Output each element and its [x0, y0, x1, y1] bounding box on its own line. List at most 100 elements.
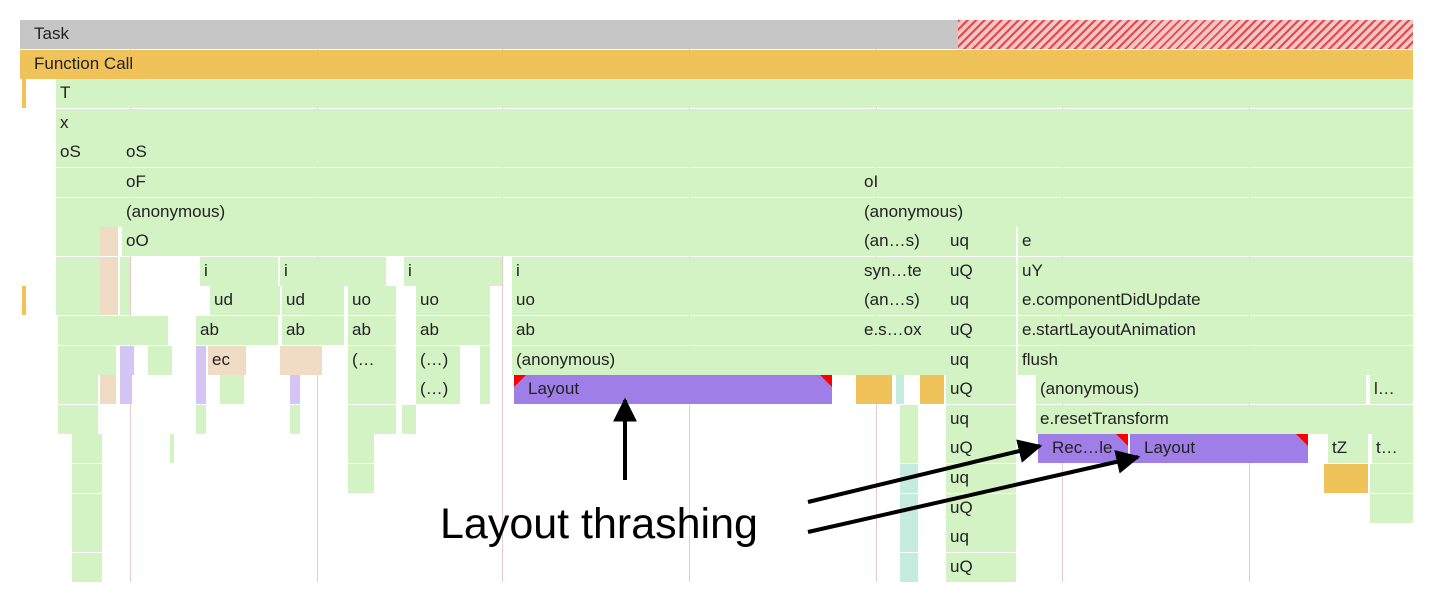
rendering-sliver[interactable]: [120, 346, 134, 375]
call-oF[interactable]: oF: [122, 168, 860, 197]
call-uQ[interactable]: uQ: [946, 375, 1016, 404]
rendering-sliver[interactable]: [120, 375, 132, 404]
task-bar[interactable]: Task: [20, 20, 958, 49]
sliver[interactable]: [22, 286, 26, 315]
filler[interactable]: [120, 257, 130, 286]
call-ab[interactable]: ab: [348, 316, 396, 345]
filler[interactable]: [402, 405, 416, 434]
layout-block[interactable]: Layout: [1130, 434, 1308, 463]
call-x[interactable]: x: [56, 109, 1413, 138]
teal-block[interactable]: [900, 494, 918, 523]
call-componentDidUpdate[interactable]: e.componentDidUpdate: [1018, 286, 1413, 315]
tan-block[interactable]: [100, 375, 116, 404]
call-uo[interactable]: uo: [416, 286, 490, 315]
call-syn-te[interactable]: syn…te: [860, 257, 946, 286]
filler[interactable]: [1370, 494, 1413, 523]
teal-block[interactable]: [900, 464, 918, 493]
filler[interactable]: [72, 523, 102, 552]
rendering-sliver[interactable]: [196, 375, 206, 404]
call-i[interactable]: i: [280, 257, 386, 286]
function-call-bar[interactable]: Function Call: [20, 50, 1413, 79]
filler[interactable]: [348, 405, 396, 434]
filler[interactable]: [196, 405, 206, 434]
teal-block[interactable]: [900, 523, 918, 552]
filler[interactable]: [348, 375, 396, 404]
teal-block[interactable]: [896, 375, 904, 404]
yellow-block[interactable]: [1324, 464, 1368, 493]
tan-block[interactable]: [280, 346, 322, 375]
filler[interactable]: [58, 346, 116, 375]
call-anonymous[interactable]: (anonymous): [1036, 375, 1366, 404]
filler[interactable]: [480, 346, 490, 375]
call-e-s-ox[interactable]: e.s…ox: [860, 316, 946, 345]
filler[interactable]: [120, 286, 130, 315]
call-an-s[interactable]: (an…s): [860, 286, 946, 315]
call-uq[interactable]: uq: [946, 227, 1016, 256]
filler[interactable]: [148, 346, 172, 375]
call-ud[interactable]: ud: [210, 286, 280, 315]
filler[interactable]: [72, 553, 102, 582]
recalc-style-block[interactable]: Rec…le: [1038, 434, 1128, 463]
filler[interactable]: [900, 405, 918, 434]
filler[interactable]: [56, 227, 100, 256]
call-i[interactable]: i: [404, 257, 502, 286]
filler[interactable]: [900, 434, 918, 463]
tan-block[interactable]: [100, 227, 118, 256]
filler[interactable]: [348, 434, 374, 463]
filler[interactable]: [56, 286, 100, 315]
filler[interactable]: [56, 198, 122, 227]
call-ud[interactable]: ud: [282, 286, 344, 315]
call-resetTransform[interactable]: e.resetTransform: [1036, 405, 1413, 434]
call-T[interactable]: T: [56, 79, 1413, 108]
call-uY[interactable]: uY: [1018, 257, 1413, 286]
call-oO[interactable]: oO: [122, 227, 860, 256]
tan-block[interactable]: [100, 257, 118, 286]
rendering-sliver[interactable]: [290, 375, 300, 404]
teal-block[interactable]: [900, 553, 918, 582]
call-uQ[interactable]: uQ: [946, 494, 1016, 523]
tan-block[interactable]: [100, 286, 118, 315]
call-oS[interactable]: oS: [56, 138, 122, 167]
call-oS[interactable]: oS: [122, 138, 1413, 167]
call-ellipsis[interactable]: (…: [348, 346, 396, 375]
filler[interactable]: [220, 375, 244, 404]
filler[interactable]: [348, 464, 374, 493]
call-i[interactable]: i: [512, 257, 860, 286]
filler[interactable]: [290, 405, 300, 434]
call-e[interactable]: e: [1018, 227, 1413, 256]
call-truncated[interactable]: l…: [1370, 375, 1413, 404]
call-startLayoutAnimation[interactable]: e.startLayoutAnimation: [1018, 316, 1413, 345]
filler[interactable]: [56, 257, 100, 286]
filler[interactable]: [58, 316, 168, 345]
call-tZ[interactable]: tZ: [1328, 434, 1368, 463]
call-uq[interactable]: uq: [946, 523, 1016, 552]
call-anonymous[interactable]: (anonymous): [512, 346, 946, 375]
call-uq[interactable]: uq: [946, 464, 1016, 493]
call-ab[interactable]: ab: [282, 316, 344, 345]
filler[interactable]: [72, 494, 102, 523]
call-i[interactable]: i: [200, 257, 278, 286]
sliver[interactable]: [22, 79, 26, 108]
call-uQ[interactable]: uQ: [946, 316, 1016, 345]
call-anonymous[interactable]: (anonymous): [122, 198, 860, 227]
call-truncated[interactable]: t…: [1372, 434, 1413, 463]
yellow-block[interactable]: [856, 375, 892, 404]
call-uq[interactable]: uq: [946, 346, 1016, 375]
yellow-block[interactable]: [920, 375, 944, 404]
call-ec[interactable]: ec: [208, 346, 246, 375]
call-uq[interactable]: uq: [946, 405, 1016, 434]
filler[interactable]: [58, 405, 98, 434]
filler[interactable]: [56, 168, 122, 197]
call-uo[interactable]: uo: [512, 286, 860, 315]
call-uQ[interactable]: uQ: [946, 257, 1016, 286]
call-uq[interactable]: uq: [946, 286, 1016, 315]
call-ab[interactable]: ab: [196, 316, 278, 345]
call-anonymous[interactable]: (anonymous): [860, 198, 1413, 227]
call-flush[interactable]: flush: [1018, 346, 1413, 375]
call-oI[interactable]: oI: [860, 168, 1413, 197]
filler[interactable]: [72, 464, 102, 493]
call-uo[interactable]: uo: [348, 286, 396, 315]
call-ellipsis[interactable]: (…): [416, 375, 460, 404]
call-ab[interactable]: ab: [512, 316, 860, 345]
filler[interactable]: [1370, 464, 1413, 493]
